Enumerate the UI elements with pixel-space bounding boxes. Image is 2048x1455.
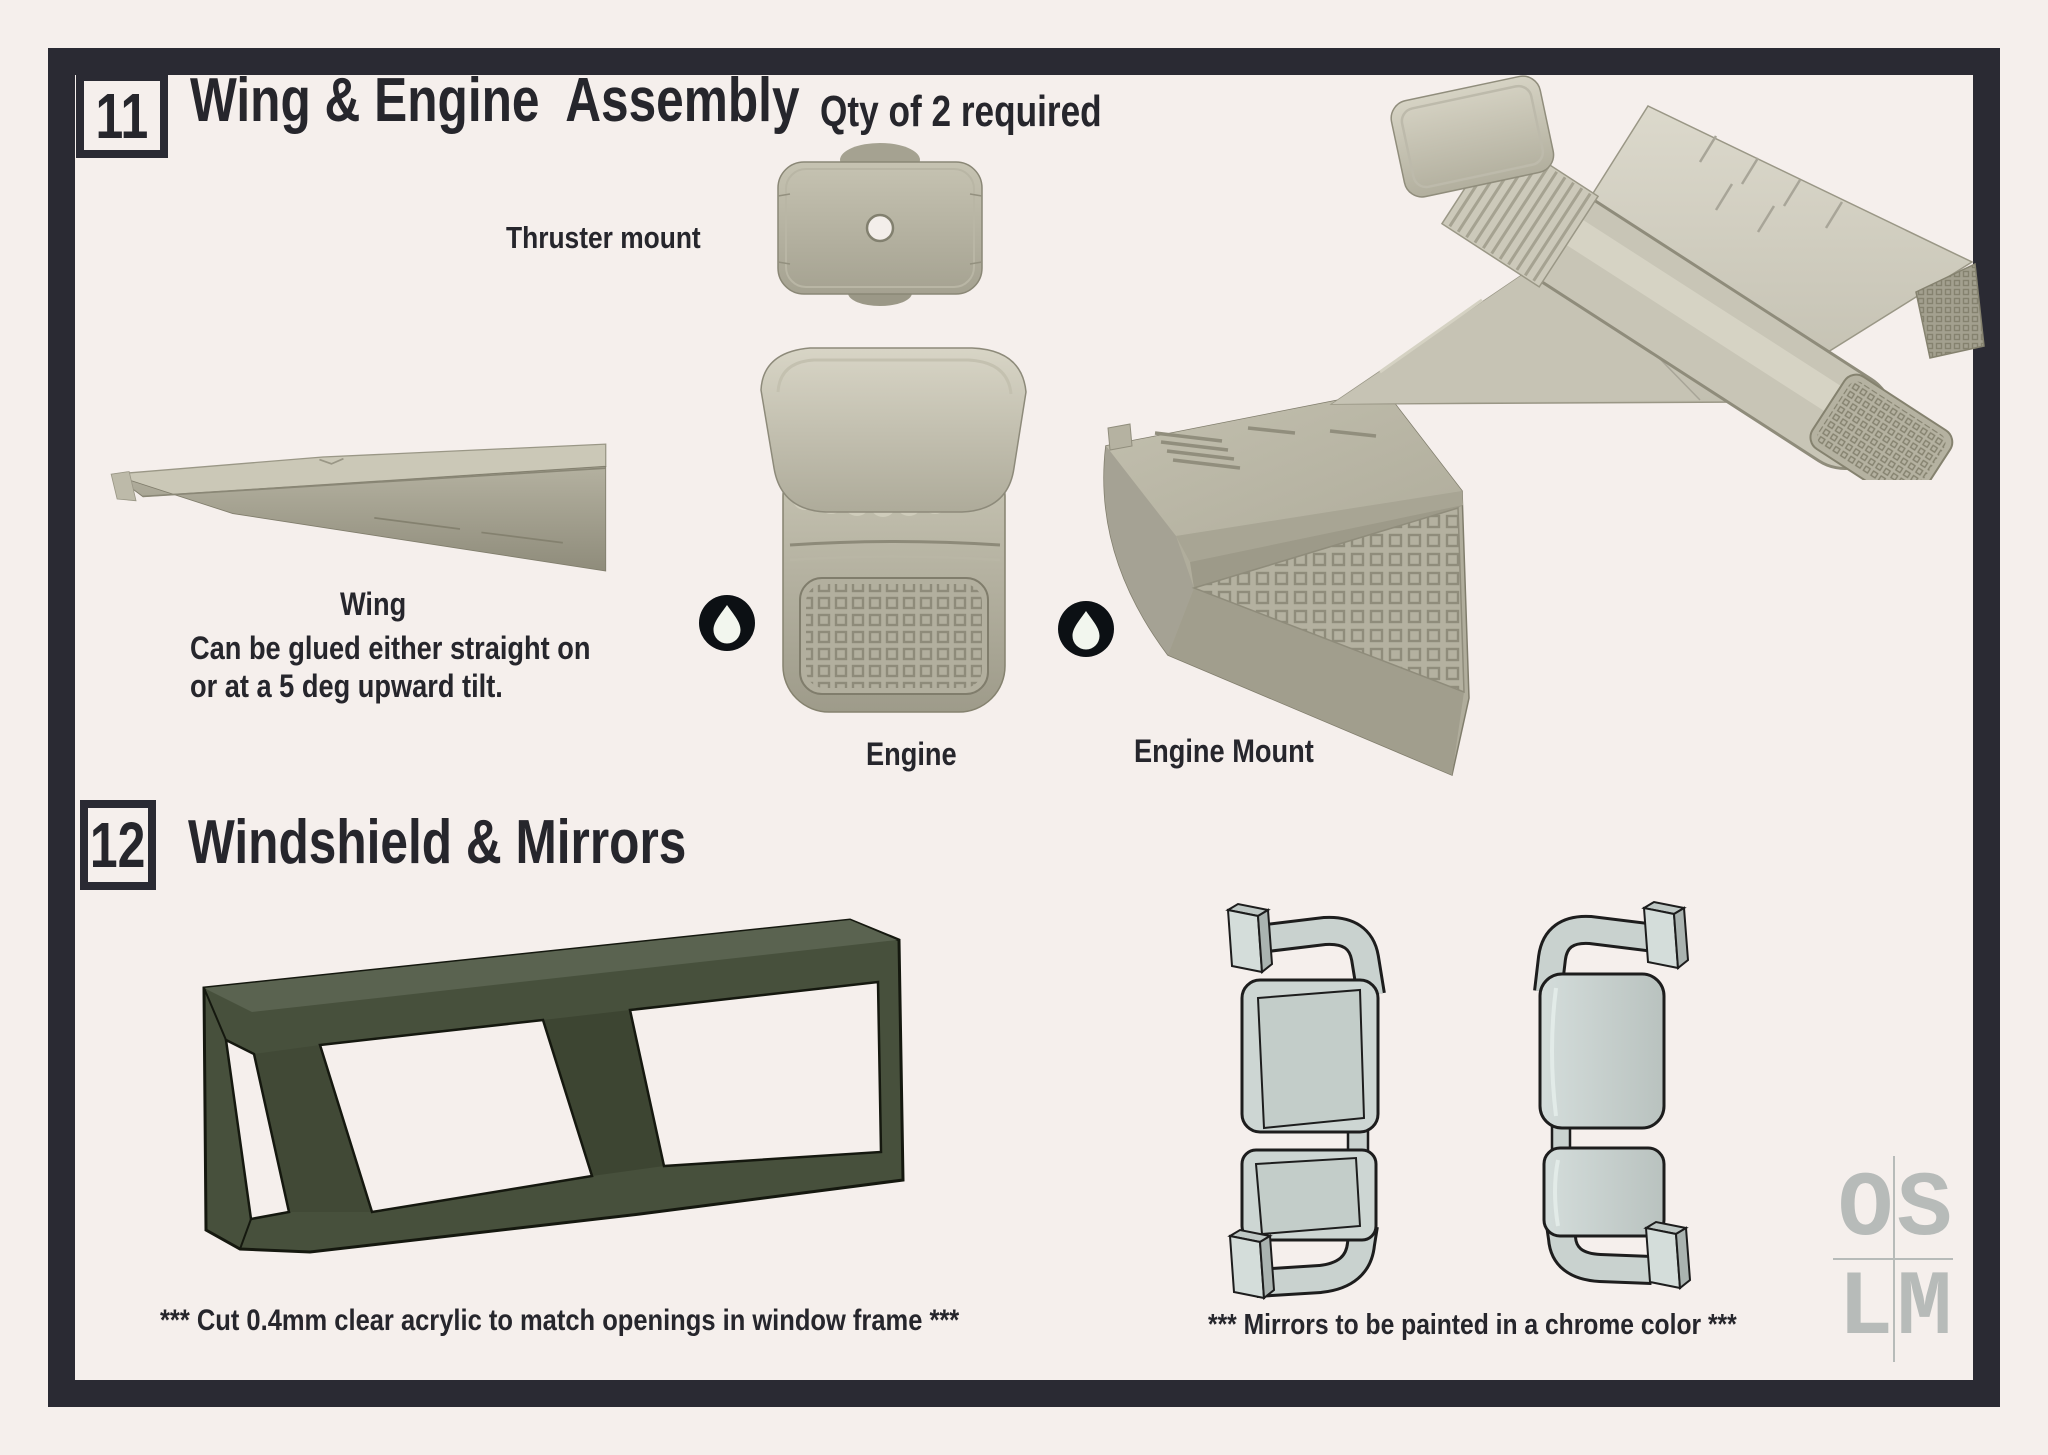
- engine-mount-render: [1103, 390, 1470, 777]
- windshield-frame-render: [202, 918, 905, 1254]
- wing-part-render: [110, 443, 607, 572]
- assembled-wing-engine-render: [1329, 75, 1985, 480]
- label-wing-note-1: Can be glued either straight on: [190, 630, 591, 666]
- page-border-frame: [48, 48, 2000, 1407]
- label-thruster-mount: Thruster mount: [506, 220, 701, 255]
- logo-divider-horizontal: [1833, 1258, 1953, 1260]
- label-wing: Wing: [340, 586, 407, 622]
- oslm-logo: O S L M: [1836, 1160, 1954, 1358]
- glue-drop-icon: [1058, 601, 1114, 657]
- step-11-qty-note: Qty of 2 required: [820, 87, 1102, 136]
- logo-letter-o: O: [1837, 1156, 1894, 1262]
- step-11-badge: 11: [76, 73, 168, 158]
- engine-part-render: [760, 347, 1027, 713]
- caption-windshield: *** Cut 0.4mm clear acrylic to match ope…: [160, 1304, 960, 1337]
- step-12-number: 12: [90, 809, 146, 881]
- label-engine-mount: Engine Mount: [1134, 733, 1314, 769]
- step-12-badge: 12: [80, 800, 156, 890]
- mirror-assembly-back: [1533, 900, 1692, 1290]
- thruster-mount-render: [777, 143, 983, 306]
- mirrors-render: [1225, 900, 1692, 1300]
- mirror-assembly-front: [1225, 902, 1386, 1300]
- logo-letter-s: S: [1896, 1156, 1953, 1262]
- logo-letter-m: M: [1896, 1255, 1953, 1361]
- step-11-title: Wing & Engine Assembly: [190, 66, 800, 135]
- glue-drop-icon: [699, 595, 755, 651]
- caption-mirrors: *** Mirrors to be painted in a chrome co…: [1208, 1309, 1737, 1341]
- step-11-number: 11: [95, 79, 149, 152]
- label-wing-note-2: or at a 5 deg upward tilt.: [190, 668, 503, 704]
- label-engine: Engine: [866, 736, 957, 772]
- logo-letter-l: L: [1837, 1255, 1894, 1361]
- step-12-title: Windshield & Mirrors: [188, 808, 687, 877]
